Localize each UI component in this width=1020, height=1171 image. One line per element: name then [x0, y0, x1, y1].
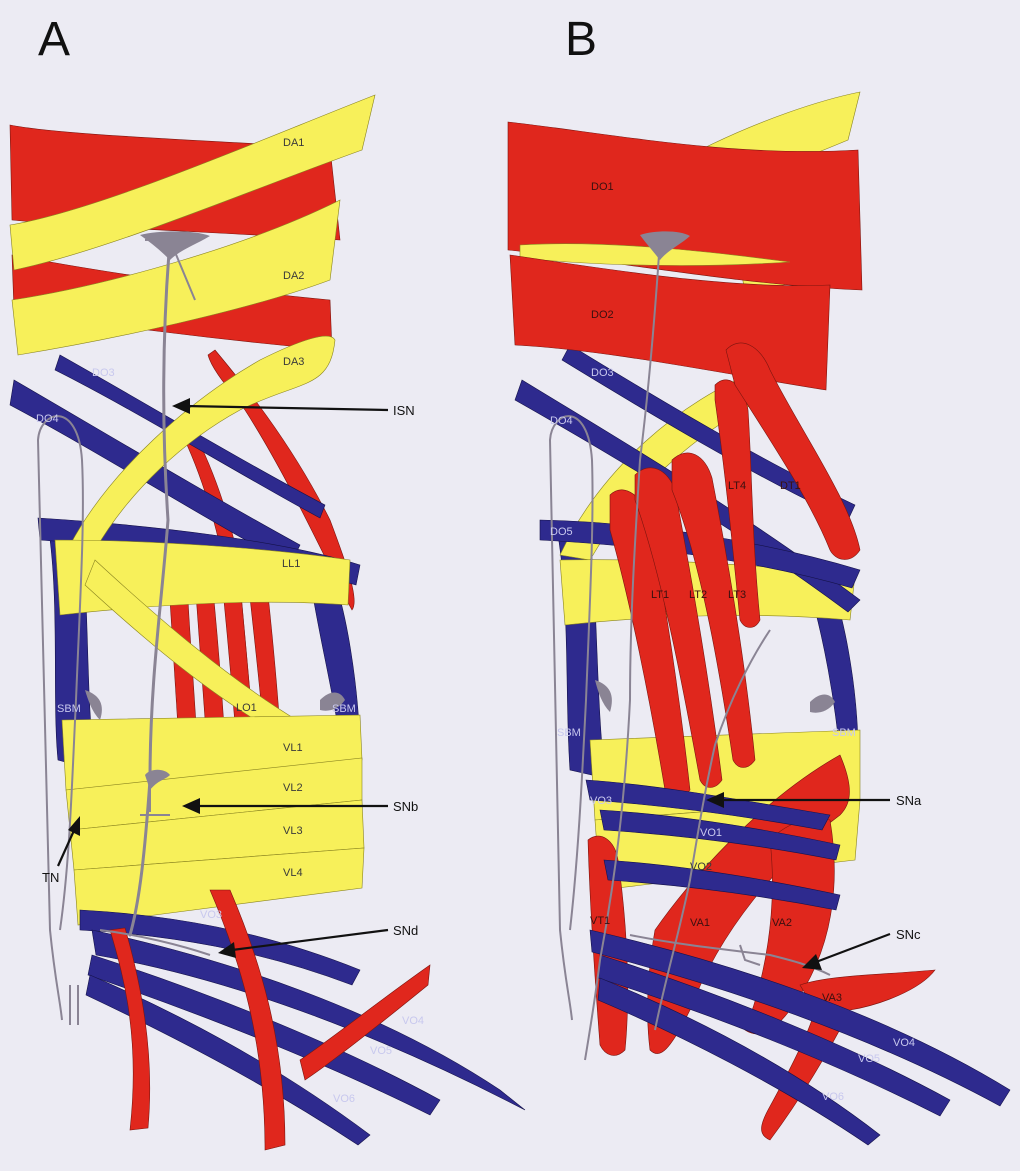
label-do1: DO1 [591, 181, 614, 193]
label-va3: VA3 [822, 992, 842, 1004]
label-dt1: DT1 [780, 480, 801, 492]
label-sbm-left-b: SBM [557, 727, 581, 739]
label-vo6-b: VO6 [822, 1091, 844, 1103]
label-lt2: LT2 [689, 589, 707, 601]
label-va2: VA2 [772, 917, 792, 929]
label-lt3: LT3 [728, 589, 746, 601]
label-do2: DO2 [591, 309, 614, 321]
label-vt1: VT1 [590, 915, 610, 927]
snc-arrow [816, 934, 890, 962]
callout-snc: SNc [896, 927, 921, 942]
label-do5-b: DO5 [550, 526, 573, 538]
panel-a: A [10, 13, 525, 1150]
label-da1: DA1 [283, 137, 304, 149]
label-vo6-a: VO6 [333, 1093, 355, 1105]
sbm-attachment-right-b [810, 695, 835, 713]
label-sbm-right-b: SBM [832, 727, 856, 739]
callout-snb: SNb [393, 799, 418, 814]
label-vo2: VO2 [690, 861, 712, 873]
label-do3-a: DO3 [92, 367, 115, 379]
label-va1: VA1 [690, 917, 710, 929]
label-vl2: VL2 [283, 782, 303, 794]
label-vl4: VL4 [283, 867, 303, 879]
label-vo4-b: VO4 [893, 1037, 915, 1049]
label-da3: DA3 [283, 356, 304, 368]
callout-tn: TN [42, 870, 59, 885]
panel-a-letter: A [38, 13, 70, 66]
panel-b: B [508, 13, 1010, 1145]
label-do4-b: DO4 [550, 415, 573, 427]
isn-arrowhead [172, 398, 190, 414]
panel-b-letter: B [565, 13, 597, 66]
label-vo1: VO1 [700, 827, 722, 839]
label-ll1: LL1 [282, 558, 300, 570]
label-lt1: LT1 [651, 589, 669, 601]
label-sbm-right-a: SBM [332, 703, 356, 715]
callout-sna: SNa [896, 793, 922, 808]
callout-isn: ISN [393, 403, 415, 418]
label-vo5-b: VO5 [858, 1053, 880, 1065]
callout-snd: SNd [393, 923, 418, 938]
label-do3-b: DO3 [591, 367, 614, 379]
label-vo3-b: VO3 [590, 795, 612, 807]
label-da2: DA2 [283, 270, 304, 282]
label-do4-a: DO4 [36, 413, 59, 425]
label-vo4-a: VO4 [402, 1015, 424, 1027]
label-lo1: LO1 [236, 702, 257, 714]
label-vl1: VL1 [283, 742, 303, 754]
label-sbm-left-a: SBM [57, 703, 81, 715]
label-vo5-a: VO5 [370, 1045, 392, 1057]
label-lt4: LT4 [728, 480, 746, 492]
label-vl3: VL3 [283, 825, 303, 837]
label-vo3-a: VO3 [200, 909, 222, 921]
